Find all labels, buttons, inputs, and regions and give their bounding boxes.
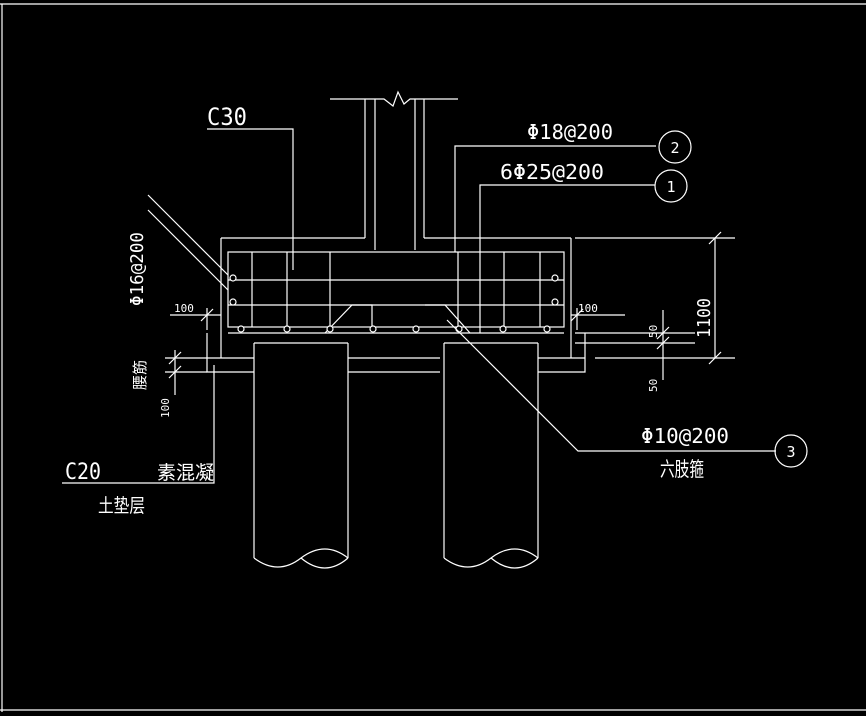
concrete-grade-label: C30 <box>207 103 247 131</box>
callout-circle-3: 3 <box>774 434 808 468</box>
cushion-material-label: 素混凝 <box>157 462 214 484</box>
cushion-layer-label: 土垫层 <box>98 495 145 517</box>
pile-left <box>253 342 349 569</box>
side-rebar-label: Φ16@200 <box>127 232 148 306</box>
callout-3-label: 3 <box>786 443 795 461</box>
stirrup-note: 六肢箍 <box>660 457 704 481</box>
stirrup-label: Φ10@200 <box>641 424 729 448</box>
main-rebar-label: 6Φ25@200 <box>500 160 604 184</box>
pile-right <box>443 342 539 569</box>
leader-lines <box>62 128 776 484</box>
callout-circle-2: 2 <box>658 130 692 164</box>
dimension-50-top: 50 <box>647 325 660 338</box>
dimension-1100: 1100 <box>694 298 715 338</box>
cushion-layer-outline <box>206 333 586 373</box>
callout-circle-1: 1 <box>654 169 688 203</box>
cushion-grade-label: C20 <box>65 460 101 485</box>
dimension-50-bottom: 50 <box>647 379 660 392</box>
side-rebar-note: 腰筋 <box>131 360 149 390</box>
dimension-lines <box>165 231 735 395</box>
pile-cap-outline <box>220 237 572 358</box>
top-rebar-label: Φ18@200 <box>527 120 613 144</box>
dimension-100-right: 100 <box>578 302 598 315</box>
callout-2-label: 2 <box>670 139 679 157</box>
rebar-cage <box>227 251 565 334</box>
dimension-100-bottom: 100 <box>159 398 172 418</box>
callout-1-label: 1 <box>666 178 675 196</box>
dimension-100-left: 100 <box>174 302 194 315</box>
column-stub <box>330 90 458 250</box>
rebar-dots <box>229 274 559 333</box>
